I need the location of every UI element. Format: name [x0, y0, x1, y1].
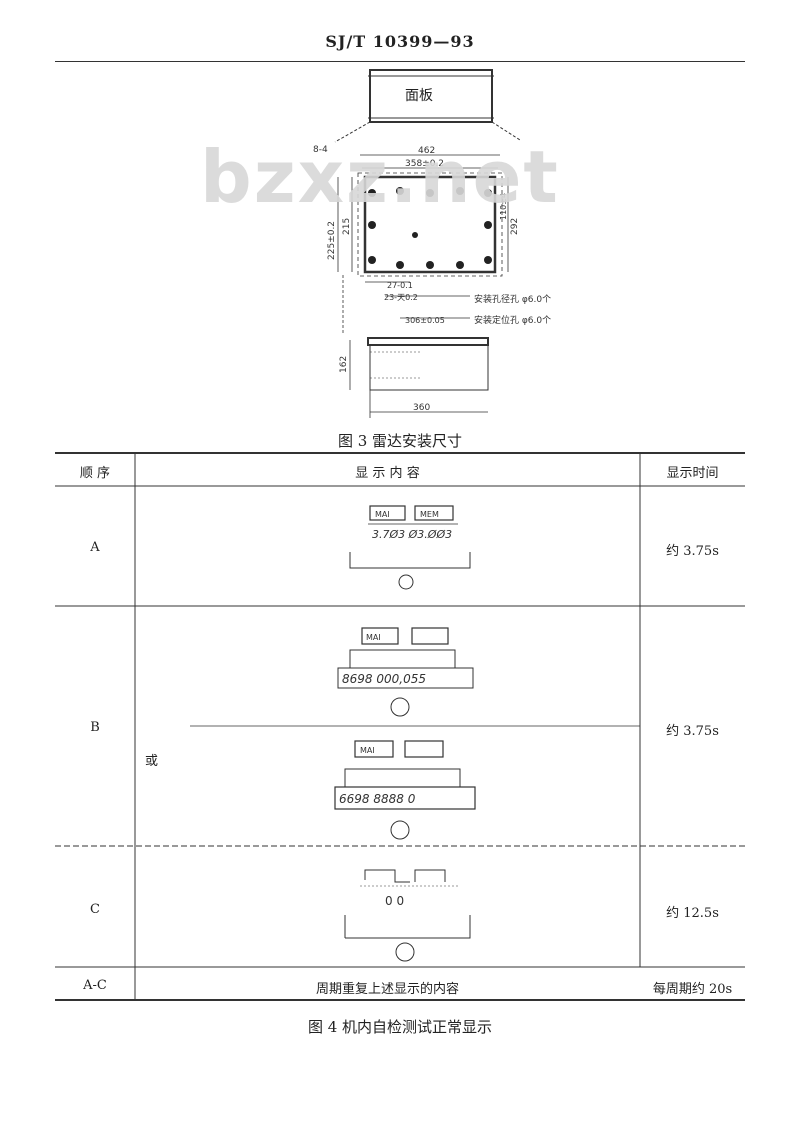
table-grid	[55, 452, 745, 1001]
table-header-time: 显示时间	[666, 466, 719, 481]
side-profile-top	[367, 337, 489, 346]
row-a-time: 约 3.75s	[666, 544, 719, 559]
dim-bottom-a: 27-0.1	[387, 281, 413, 290]
row-c-digits: 0 0	[385, 894, 404, 908]
row-c-time: 约 12.5s	[666, 906, 719, 921]
row-b-display-1: MAI 8698 000,055	[337, 627, 474, 717]
row-a-seq: A	[90, 540, 100, 555]
row-a-box2: MEM	[420, 510, 439, 519]
row-a-box1: MAI	[375, 510, 390, 519]
table-header-content: 显 示 内 容	[355, 466, 420, 481]
panel-box-label: 面板	[405, 88, 433, 104]
row-b-or-label: 或	[145, 754, 159, 769]
table-header-seq: 顺 序	[79, 466, 111, 481]
dim-side-small: 8-4	[313, 145, 328, 155]
dim-bottom-c: 306±0.05	[405, 316, 445, 325]
row-c-seq: C	[90, 902, 100, 917]
dim-width-inner: 358±0.2	[405, 159, 444, 169]
row-b-display-2: MAI 6698 8888 0	[334, 740, 476, 840]
dim-side-profile: 162	[339, 356, 349, 373]
dim-bottom-b: 23-天0.2	[384, 293, 418, 302]
row-b2-box1: MAI	[360, 746, 375, 755]
row-b2-digits: 6698 8888 0	[339, 792, 416, 806]
row-ac-content: 周期重复上述显示的内容	[315, 982, 459, 997]
side-profile-body	[369, 344, 489, 391]
figure3-caption: 图 3 雷达安装尺寸	[337, 432, 463, 450]
dim-height-right: 292	[510, 218, 520, 235]
row-a-digits: 3.7Ø3 Ø3.ØØ3	[372, 528, 452, 541]
dim-right-edge: 110±4	[499, 193, 508, 220]
mounting-plate	[363, 175, 497, 274]
header-rule	[55, 61, 745, 62]
document-header: SJ/T 10399—93	[325, 32, 475, 51]
mounting-holes	[368, 187, 492, 269]
row-b-time: 约 3.75s	[666, 724, 719, 739]
row-b1-box1: MAI	[366, 633, 381, 642]
figure4-caption: 图 4 机内自检测试正常显示	[307, 1018, 493, 1036]
dim-base-width: 360	[413, 403, 430, 413]
dim-height-left: 225±0.2	[327, 221, 337, 260]
row-ac-seq: A-C	[83, 978, 107, 993]
row-b-seq: B	[90, 720, 100, 735]
panel-box	[369, 69, 493, 123]
dim-height-inner: 215	[342, 218, 352, 235]
note-mounting-holes: 安装孔径孔 φ6.0个	[474, 293, 551, 305]
row-c-display: 0 0	[344, 869, 471, 962]
figure3-drawing: 面板 8-4 462 358±0.2 225±0.2 215 292 110±4…	[313, 69, 551, 418]
dim-width-outer: 462	[418, 146, 435, 156]
row-a-display: MAI MEM 3.7Ø3 Ø3.ØØ3	[349, 505, 471, 590]
row-b1-digits: 8698 000,055	[342, 672, 426, 686]
note-positioning-holes: 安装定位孔 φ6.0个	[474, 314, 551, 326]
watermark: bzxz.net	[200, 135, 560, 219]
row-ac-time: 每周期约 20s	[652, 982, 733, 997]
